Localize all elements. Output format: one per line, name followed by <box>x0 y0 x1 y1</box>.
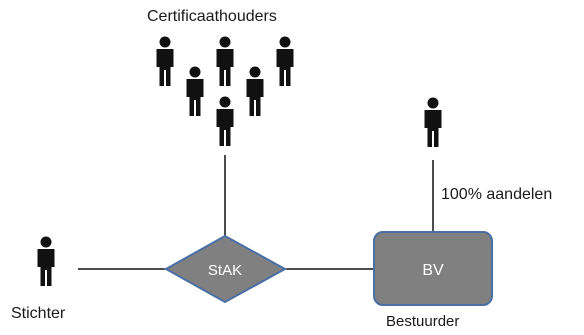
person-icon <box>246 66 264 116</box>
stak-node: StAK <box>163 234 288 304</box>
founder-person-icon <box>37 236 55 286</box>
shares-label: 100% aandelen <box>441 186 553 203</box>
person-icon <box>186 66 204 116</box>
bv-label: BV <box>422 262 444 279</box>
person-icon <box>216 96 234 146</box>
director-person-icon <box>424 97 442 147</box>
person-icon <box>216 36 234 86</box>
stak-label: StAK <box>208 262 242 279</box>
bv-node: BV <box>373 231 493 306</box>
person-icon <box>156 36 174 86</box>
person-icon <box>276 36 294 86</box>
certificate-holders-label: Certificaathouders <box>147 8 277 25</box>
certificate-holders-group <box>156 36 294 146</box>
founder-label: Stichter <box>11 305 66 322</box>
director-label: Bestuurder <box>386 313 460 330</box>
